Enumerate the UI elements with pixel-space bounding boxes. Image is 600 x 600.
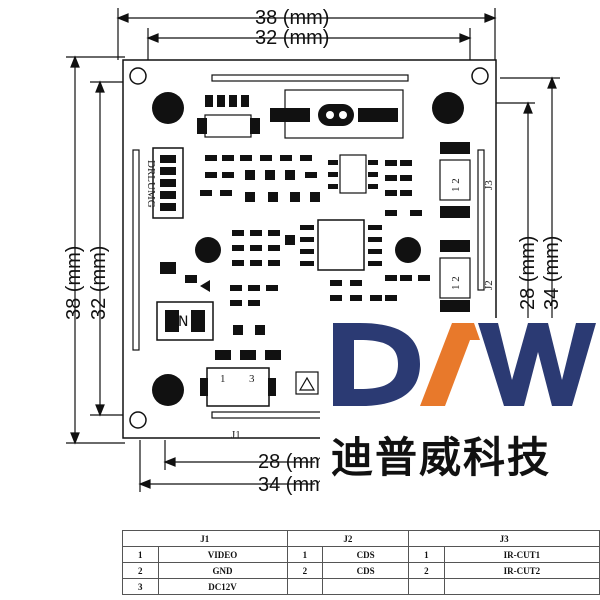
bottom-inner-dimension: 28 (mm): [258, 451, 332, 473]
pin-table: J1 J2 J3 1 VIDEO 1 CDS 1 IR-CUT1 2 GND 2…: [122, 530, 600, 595]
label-j1: J1: [231, 429, 241, 441]
board-vertical-text: DRLUMG: [145, 160, 157, 208]
left-strip: [132, 149, 140, 351]
top-outer-dimension: 38 (mm): [255, 7, 329, 29]
table-cell: [408, 578, 445, 595]
table-cell: 1: [408, 546, 445, 563]
top-inner-dimension: 32 (mm): [255, 27, 329, 49]
bottom-outer-dimension: 34 (mm): [258, 474, 332, 496]
table-cell: 2: [286, 562, 324, 579]
right-inner-dimension: 28 (mm): [517, 236, 539, 310]
logo-letter-d: [333, 323, 420, 406]
j1-connector: [206, 367, 270, 407]
bottom-dimensions: [138, 440, 315, 492]
table-cell: 2: [122, 562, 159, 579]
table-cell: [286, 578, 324, 595]
table-header-j3: J3: [408, 530, 600, 547]
table-cell: IR-CUT1: [443, 546, 600, 563]
lens-bar-right: [358, 108, 398, 122]
table-row: 2 GND 2 CDS 2 IR-CUT2: [122, 562, 600, 579]
table-cell: CDS: [322, 562, 410, 579]
label-j3: J3: [483, 180, 495, 190]
lens-oval: [318, 104, 354, 126]
smd-parts: [160, 155, 430, 360]
upper-ic: [339, 154, 367, 194]
table-cell: CDS: [322, 546, 410, 563]
right-strip: [477, 149, 485, 291]
label-j1-pin-b: 3: [249, 373, 255, 385]
table-cell: 3: [122, 578, 159, 595]
mount-hole-tl: [129, 67, 147, 85]
table-cell: VIDEO: [157, 546, 288, 563]
label-j2: J2: [483, 280, 495, 290]
table-cell: DC12V: [157, 578, 288, 595]
bottom-strip: [211, 411, 323, 419]
pad-tr: [432, 92, 464, 124]
logo-letter-w: [478, 323, 596, 406]
right-outer-dimension: 34 (mm): [541, 236, 563, 310]
logo-chinese-name: 迪普威科技: [331, 433, 551, 482]
table-cell: 2: [408, 562, 445, 579]
table-cell: 1: [122, 546, 159, 563]
top-dimensions: [116, 8, 497, 70]
pad-ml: [195, 237, 221, 263]
svg-text:N: N: [178, 314, 188, 330]
label-j2-pins: 1 2: [450, 276, 462, 290]
logo-letter-p: [420, 323, 480, 406]
label-j3-pins: 1 2: [450, 178, 462, 192]
lens-bar-left: [270, 108, 310, 122]
table-cell: [322, 578, 410, 595]
table-row: 1 VIDEO 1 CDS 1 IR-CUT1: [122, 546, 600, 563]
table-header-j2: J2: [286, 530, 410, 547]
pad-bl: [152, 374, 184, 406]
table-header-j1: J1: [122, 530, 288, 547]
table-cell: GND: [157, 562, 288, 579]
left-inner-dimension: 32 (mm): [88, 246, 110, 320]
table-header-row: J1 J2 J3: [122, 530, 600, 547]
mount-hole-bl: [129, 411, 147, 429]
mount-hole-tr: [471, 67, 489, 85]
pad-tl: [152, 92, 184, 124]
top-strip: [211, 74, 409, 82]
j3-box: [439, 159, 471, 201]
table-row: 3 DC12V: [122, 578, 600, 595]
left-outer-dimension: 38 (mm): [63, 246, 85, 320]
center-ic: [317, 219, 365, 271]
brand-logo: 迪普威科技: [320, 318, 600, 500]
j2-box: [439, 257, 471, 299]
table-cell: 1: [286, 546, 324, 563]
table-cell: [443, 578, 600, 595]
table-cell: IR-CUT2: [443, 562, 600, 579]
pad-mr: [395, 237, 421, 263]
label-j1-pin-a: 1: [220, 373, 226, 385]
left-dimensions: [66, 55, 130, 445]
